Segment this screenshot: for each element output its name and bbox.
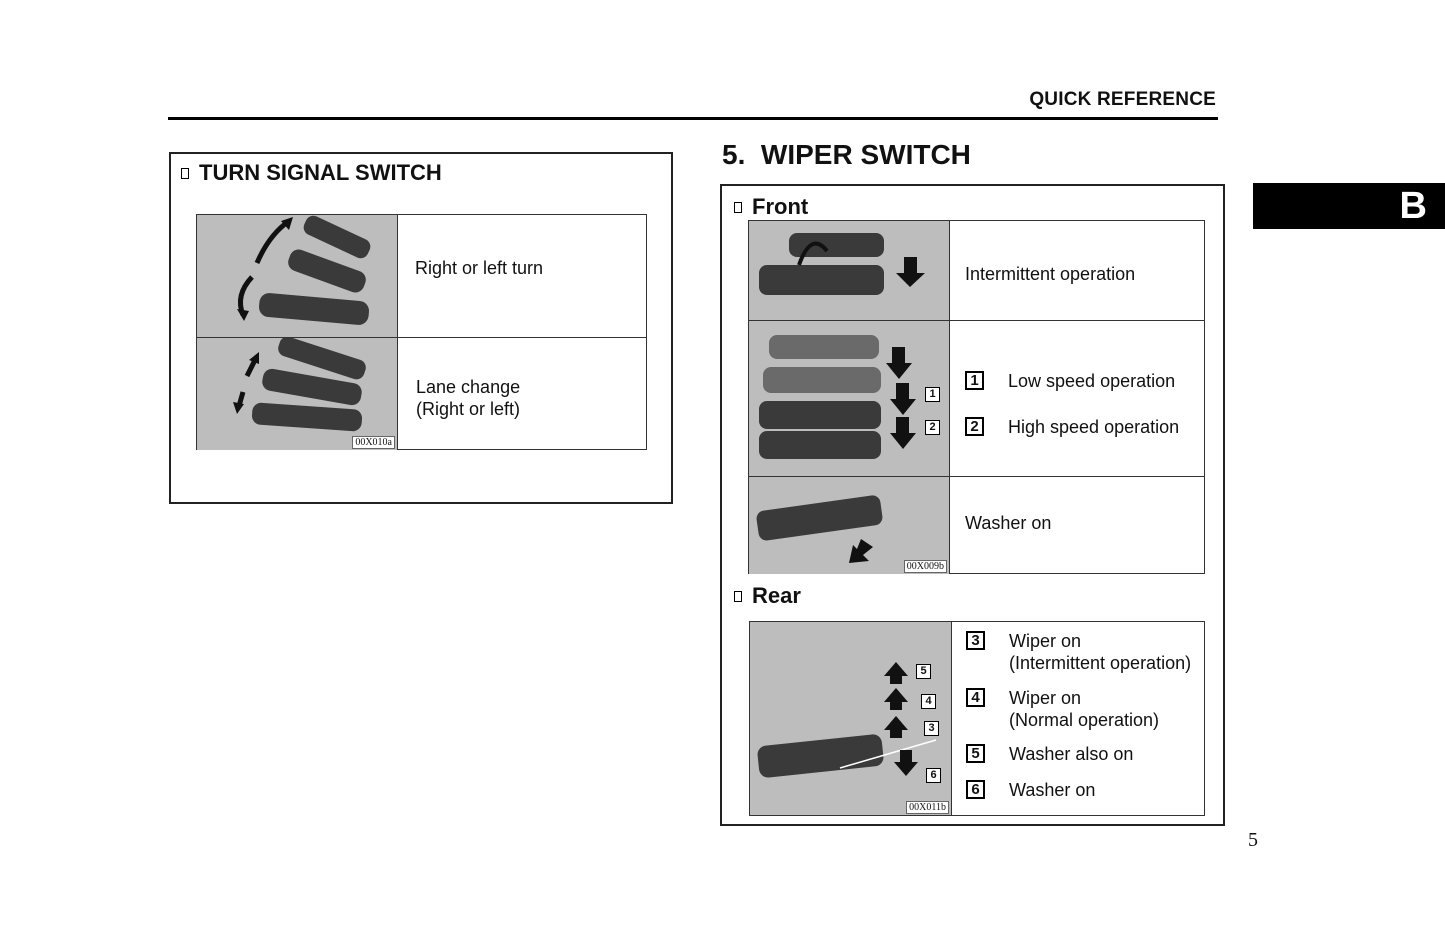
figure-tag: 2 bbox=[925, 420, 940, 435]
washer-image: 00X009b bbox=[749, 477, 950, 574]
item-number: 3 bbox=[966, 631, 985, 650]
lane-change-line1: Lane change bbox=[416, 377, 521, 397]
page-number: 5 bbox=[1248, 829, 1258, 851]
table-row: 00X010a Lane change (Right or left) bbox=[197, 337, 646, 450]
turn-lever-illustration bbox=[237, 215, 371, 325]
figure-code: 00X011b bbox=[906, 801, 949, 814]
wiper-speed-illustration bbox=[759, 335, 916, 459]
figure-tag: 1 bbox=[925, 387, 940, 402]
rear-heading-label: Rear bbox=[752, 583, 801, 608]
item-label: High speed operation bbox=[1008, 417, 1180, 437]
wiper-box: Front Intermittent operation bbox=[720, 184, 1225, 826]
figure-tag: 6 bbox=[926, 768, 941, 783]
item-number: 4 bbox=[966, 688, 985, 707]
header-rule bbox=[168, 117, 1218, 120]
turn-signal-heading: TURN SIGNAL SWITCH bbox=[181, 160, 442, 186]
rear-wiper-image: 5 4 3 6 00X011b bbox=[750, 622, 952, 815]
lane-change-text: Lane change (Right or left) bbox=[416, 376, 520, 420]
wiper-intermittent-image bbox=[749, 221, 950, 320]
front-item: 1 Low speed operation bbox=[965, 370, 1205, 392]
table-row: 1 2 1 Low speed operation 2 High speed o… bbox=[749, 320, 1204, 477]
section-tab-letter: B bbox=[1399, 185, 1427, 227]
rear-item: 4 Wiper on (Normal operation) bbox=[966, 687, 1206, 731]
washer-illustration bbox=[756, 495, 883, 563]
lane-change-illustration bbox=[233, 338, 366, 432]
figure-code: 00X009b bbox=[903, 560, 947, 573]
table-row: Right or left turn bbox=[197, 215, 646, 337]
item-number: 2 bbox=[965, 417, 984, 436]
rear-wiper-illustration bbox=[757, 662, 937, 778]
front-item: 2 High speed operation bbox=[965, 416, 1205, 438]
item-number: 6 bbox=[966, 780, 985, 799]
running-header: QUICK REFERENCE bbox=[1029, 89, 1216, 110]
front-table: Intermittent operation 1 bbox=[748, 220, 1205, 574]
figure-tag: 5 bbox=[916, 664, 931, 679]
lane-change-line2: (Right or left) bbox=[416, 399, 521, 419]
figure-code: 00X010a bbox=[352, 436, 395, 449]
turn-lever-image bbox=[197, 215, 398, 337]
item-number: 5 bbox=[966, 744, 985, 763]
item-label-line1: Wiper on bbox=[1009, 688, 1082, 708]
item-label-line2: (Intermittent operation) bbox=[1009, 653, 1192, 673]
front-heading-label: Front bbox=[752, 194, 809, 219]
item-label-line1: Washer also on bbox=[1009, 744, 1134, 764]
item-label-line2: (Normal operation) bbox=[1009, 710, 1160, 730]
rear-item: 3 Wiper on (Intermittent operation) bbox=[966, 630, 1206, 674]
front-heading: Front bbox=[734, 194, 808, 220]
figure-tag: 3 bbox=[924, 721, 939, 736]
turn-signal-box: TURN SIGNAL SWITCH Right or left turn bbox=[169, 152, 673, 504]
turn-row-text: Right or left turn bbox=[415, 258, 544, 278]
section-tab: B bbox=[1253, 183, 1445, 229]
square-bullet-icon bbox=[181, 167, 189, 179]
item-label-line1: Washer on bbox=[1009, 780, 1096, 800]
table-row: Intermittent operation bbox=[749, 221, 1204, 320]
rear-heading: Rear bbox=[734, 583, 801, 609]
wiper-section-title: 5. WIPER SWITCH bbox=[722, 139, 971, 170]
lane-change-image: 00X010a bbox=[197, 338, 398, 450]
table-row: 00X009b Washer on bbox=[749, 476, 1204, 574]
rear-item: 6 Washer on bbox=[966, 779, 1206, 801]
washer-text: Washer on bbox=[965, 513, 1052, 533]
intermittent-text: Intermittent operation bbox=[965, 264, 1136, 284]
turn-signal-table: Right or left turn 00X010a Lan bbox=[196, 214, 647, 450]
square-bullet-icon bbox=[734, 590, 742, 602]
square-bullet-icon bbox=[734, 201, 742, 213]
figure-tag: 4 bbox=[921, 694, 936, 709]
rear-table: 5 4 3 6 00X011b 3 Wiper on (Intermittent… bbox=[749, 621, 1205, 816]
turn-signal-title: TURN SIGNAL SWITCH bbox=[199, 160, 442, 185]
item-label-line1: Wiper on bbox=[1009, 631, 1082, 651]
wiper-speed-image: 1 2 bbox=[749, 321, 950, 477]
wiper-lever-illustration bbox=[759, 233, 925, 295]
rear-item: 5 Washer also on bbox=[966, 743, 1206, 765]
item-number: 1 bbox=[965, 371, 984, 390]
item-label: Low speed operation bbox=[1008, 371, 1176, 391]
